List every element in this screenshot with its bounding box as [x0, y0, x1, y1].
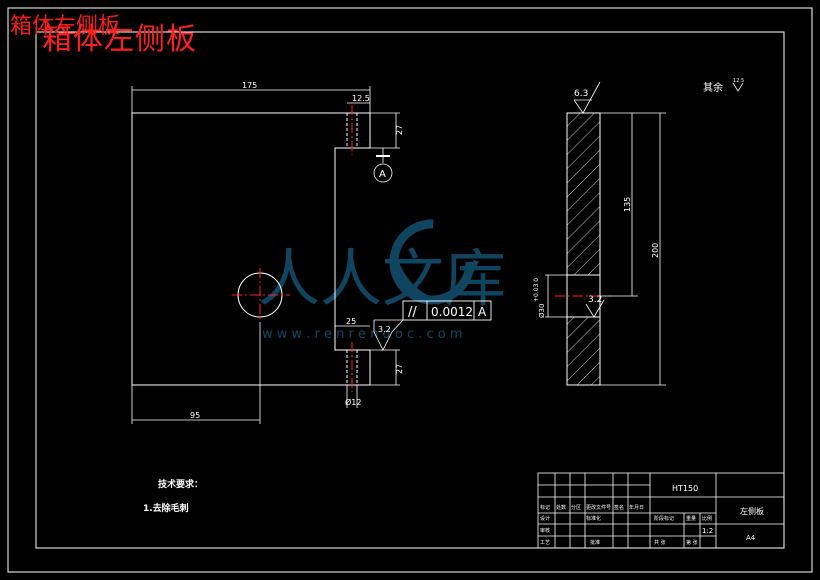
watermark-url: w w w . r e n r e n d o c . c o m	[262, 327, 463, 342]
dim-25: 25	[346, 317, 356, 326]
rest-value: 12.5	[733, 78, 744, 84]
tb-cell-11: 审核	[540, 527, 550, 534]
dim-135: 135	[623, 197, 632, 212]
dim-hole-tol: +0.03 0	[533, 278, 540, 302]
tb-sheet: A4	[746, 534, 756, 542]
tb-cell-7: 标准化	[586, 515, 601, 522]
tech-item-1: 1.去除毛刺	[143, 502, 189, 514]
rough-3-2-side: 3.2	[588, 295, 602, 305]
tolerance-frame: // 0.0012 A	[402, 300, 492, 321]
tb-cell-2: 分区	[571, 504, 581, 511]
tb-cell-9: 重量	[686, 515, 696, 522]
tb-cell-0: 标记	[540, 504, 550, 511]
rough-3-2-front: 3.2	[378, 325, 391, 334]
dim-175: 175	[242, 81, 257, 90]
tol-value: 0.0012	[431, 305, 473, 319]
tol-symbol: //	[408, 305, 417, 320]
drawing-title: 箱体左侧板	[42, 22, 197, 57]
rest-note: 其余 12.5	[703, 78, 744, 94]
rough-6-3: 6.3	[574, 89, 588, 99]
dim-95: 95	[190, 411, 200, 420]
drawing-title-overlay: 箱体左侧板	[10, 14, 121, 39]
tb-cell-3: 更改文件号	[586, 504, 611, 511]
outer-border	[7, 7, 813, 573]
tb-cell-1: 处数	[556, 504, 566, 511]
rest-label: 其余	[703, 81, 723, 94]
tb-cell-15: 第 张	[686, 539, 698, 546]
dim-200: 200	[651, 243, 660, 258]
watermark: 人人文库 w w w . r e n r e n d o c . c o m	[258, 219, 506, 342]
tb-cell-5: 年月日	[629, 504, 644, 511]
tech-heading: 技术要求：	[158, 478, 203, 490]
tb-cell-12: 工艺	[540, 540, 550, 546]
front-dimensions: 175 12.5 27 95 25 27 Ø12 A 3.2	[131, 81, 404, 424]
tb-cell-6: 设计	[540, 515, 550, 522]
datum-a: A	[379, 169, 386, 180]
tb-material: HT150	[672, 484, 698, 493]
tb-scale: 1:2	[702, 527, 713, 535]
tol-datum: A	[478, 305, 487, 319]
tb-part-name: 左侧板	[740, 506, 764, 516]
center-lines	[232, 105, 353, 392]
dim-12-bottom: Ø12	[345, 397, 361, 407]
dim-27-top: 27	[395, 125, 404, 135]
tb-cell-13: 批准	[590, 539, 600, 546]
title-block: HT150 左侧板 1:2 A4 标记 处数 分区 更改文件号 签名 年月日 设…	[537, 472, 785, 549]
side-dimensions: 135 200 Ø30 +0.03 0 6.3 3.2	[533, 81, 666, 386]
tb-cell-14: 共 张	[654, 539, 666, 546]
dim-27-bottom: 27	[395, 364, 404, 374]
tb-cell-10: 比例	[702, 515, 712, 522]
dim-12-5: 12.5	[352, 94, 370, 103]
watermark-text: 人人文库	[258, 242, 506, 315]
tech-requirements: 技术要求： 1.去除毛刺	[143, 478, 203, 514]
dim-hole-dia: Ø30	[538, 304, 546, 318]
side-view	[555, 112, 612, 386]
tb-cell-8: 阶段标记	[654, 515, 674, 522]
inner-border	[35, 31, 785, 549]
tb-cell-4: 签名	[614, 504, 624, 511]
